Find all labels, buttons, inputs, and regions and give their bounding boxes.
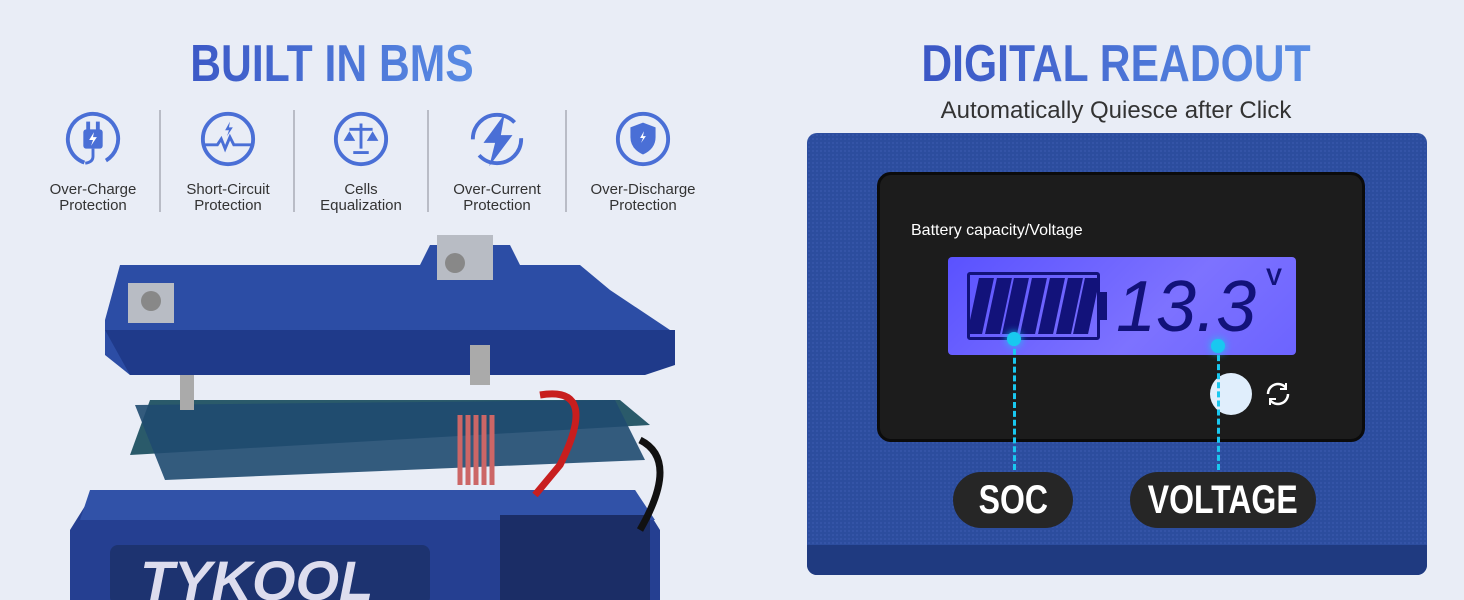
brand-logo: TYKOOL — [140, 549, 373, 600]
feature-label: Over-Discharge — [590, 181, 696, 198]
readout-subtitle: Automatically Quiesce after Click — [940, 97, 1292, 124]
feature-label: Short-Circuit — [186, 181, 270, 198]
readout-title: DIGITAL READOUT — [911, 36, 1321, 92]
feature-label: Over-Charge — [49, 181, 137, 198]
panel-base — [807, 545, 1427, 575]
feature-label: Protection — [59, 197, 127, 214]
display-label: Battery capacity/Voltage — [911, 222, 1083, 239]
soc-label: SOC — [978, 477, 1048, 522]
voltage-pointer-dot — [1211, 339, 1225, 353]
short-circuit-icon — [200, 111, 256, 167]
soc-badge: SOC — [953, 472, 1073, 528]
voltage-value: 13.3 — [1116, 267, 1257, 347]
voltage-badge: VOLTAGE — [1130, 472, 1316, 528]
bms-title: BUILT IN BMS — [168, 36, 496, 92]
plug-icon — [65, 111, 121, 167]
soc-pointer-dot — [1007, 332, 1021, 346]
refresh-icon — [1266, 382, 1290, 406]
voltage-unit: V — [1266, 264, 1283, 291]
feature-label: Protection — [194, 197, 262, 214]
battery-level-icon — [967, 272, 1100, 340]
feature-label: Equalization — [320, 197, 402, 214]
shield-icon — [615, 111, 671, 167]
battery-terminal — [1100, 292, 1107, 320]
feature-label: Protection — [463, 197, 531, 214]
soc-pointer-line — [1013, 340, 1016, 470]
voltage-label: VOLTAGE — [1148, 477, 1298, 522]
balance-scale-icon — [333, 111, 389, 167]
display-bezel: Battery capacity/Voltage 13.3 V — [877, 172, 1365, 442]
lcd-screen: 13.3 V — [948, 257, 1296, 355]
divider — [427, 110, 429, 212]
divider — [565, 110, 567, 212]
divider — [293, 110, 295, 212]
divider — [159, 110, 161, 212]
voltage-pointer-line — [1217, 346, 1220, 470]
display-panel: Battery capacity/Voltage 13.3 V — [807, 133, 1427, 575]
lightning-icon — [470, 112, 524, 167]
feature-label: Over-Current — [453, 181, 541, 198]
feature-label: Cells — [344, 181, 378, 198]
battery-illustration: TYKOOL — [70, 235, 675, 600]
feature-label: Protection — [609, 197, 677, 214]
